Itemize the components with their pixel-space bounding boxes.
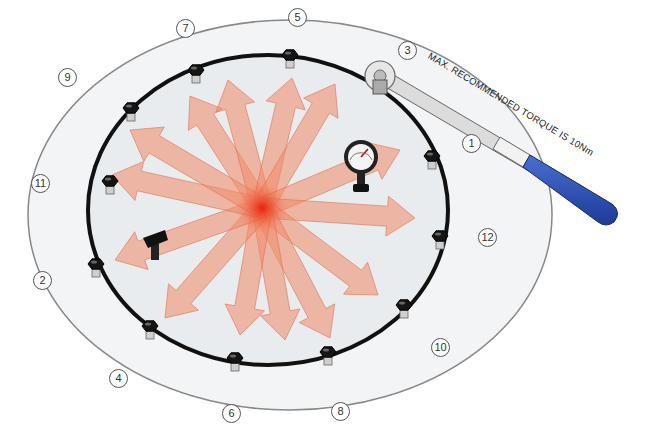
bolt — [142, 321, 158, 339]
inner-area — [88, 55, 448, 365]
bolt — [123, 103, 139, 121]
callout-number: 3 — [398, 41, 417, 60]
valve-knob — [143, 230, 168, 260]
callout-number: 12 — [478, 228, 497, 247]
bolt — [227, 353, 243, 371]
pressure-centre — [236, 182, 288, 234]
callout-number: 1 — [462, 134, 481, 153]
bolt — [282, 50, 298, 68]
gasket-ring — [88, 55, 448, 365]
bolt — [320, 347, 336, 365]
bolt — [396, 300, 412, 318]
callout-number: 5 — [288, 8, 307, 27]
bolt — [102, 176, 118, 194]
bolt — [432, 231, 448, 249]
callout-number: 4 — [109, 369, 128, 388]
bolt — [424, 151, 440, 169]
pressure-gauge — [344, 140, 378, 192]
bolt — [188, 65, 204, 83]
bolt — [88, 259, 104, 277]
callout-number: 8 — [331, 402, 350, 421]
pressure-arrows — [112, 78, 415, 340]
bolts — [88, 50, 448, 371]
callout-number: 2 — [33, 271, 52, 290]
callout-number: 7 — [176, 19, 195, 38]
callout-number: 10 — [431, 338, 450, 357]
callout-number: 6 — [222, 404, 241, 423]
callout-number: 11 — [31, 174, 50, 193]
callout-number: 9 — [58, 68, 77, 87]
